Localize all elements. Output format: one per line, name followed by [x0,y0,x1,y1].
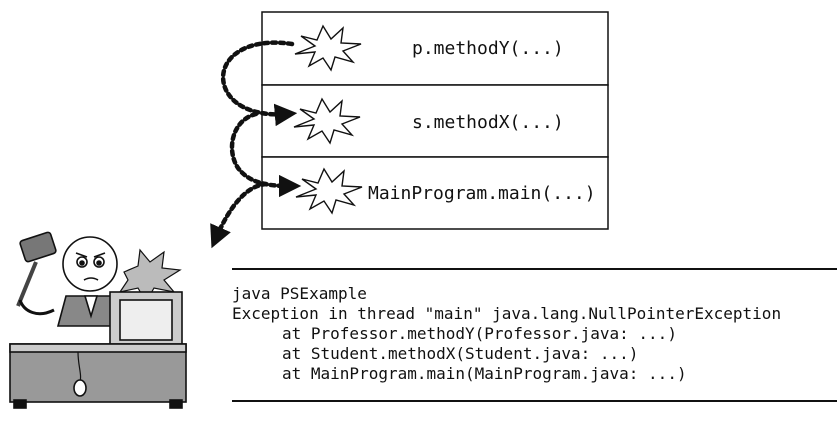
call-stack [261,11,609,230]
judge-at-computer-icon [9,231,187,409]
console-trace-line: at Student.methodX(Student.java: ...) [282,344,639,363]
dotted-arrow-icon [210,40,302,249]
console-trace-line: at Professor.methodY(Professor.java: ...… [282,324,677,343]
frame-label-methodY: p.methodY(...) [412,38,564,59]
console-command: java PSExample [232,284,367,303]
explosion-icon [295,167,363,215]
console-trace-line: at MainProgram.main(MainProgram.java: ..… [282,364,687,383]
explosion-icon [294,24,362,72]
frame-label-main: MainProgram.main(...) [368,183,596,204]
explosion-icon [293,97,361,145]
console-output: java PSExample Exception in thread "main… [232,268,837,402]
frame-label-methodX: s.methodX(...) [412,112,564,133]
console-exception: Exception in thread "main" java.lang.Nul… [232,304,782,323]
